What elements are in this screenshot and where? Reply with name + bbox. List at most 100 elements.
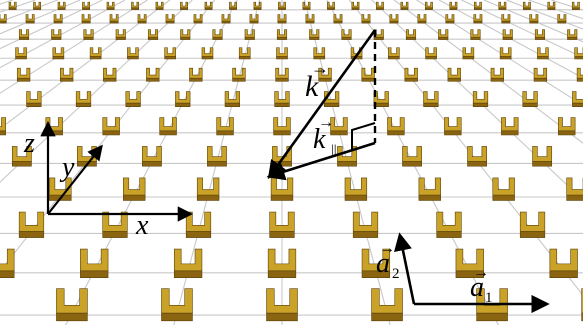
u-particle-front-face [164, 55, 176, 60]
u-particle-front-face [333, 20, 343, 24]
u-particle [81, 14, 91, 24]
u-particle-top-face [77, 146, 97, 162]
u-particle-front-face [444, 130, 462, 136]
u-particle [436, 211, 462, 238]
u-particle [425, 1, 433, 10]
u-particle-top-face [221, 14, 231, 22]
u-particle-top-face [572, 91, 583, 104]
u-particle-front-face [18, 36, 30, 40]
u-particle-front-face [438, 36, 449, 40]
u-particle [180, 1, 188, 10]
u-particle-top-face [313, 47, 326, 57]
u-particle [418, 177, 441, 201]
u-particle [376, 1, 384, 10]
u-particle [351, 1, 360, 10]
u-particle [123, 177, 146, 201]
u-particle-top-face [180, 1, 188, 9]
u-particle [344, 177, 368, 201]
u-particle-top-face [444, 117, 462, 132]
u-particle-top-face [11, 146, 32, 162]
u-particle-top-face [537, 47, 549, 57]
u-particle-top-face [333, 14, 343, 22]
u-particle-top-face [470, 29, 481, 38]
u-particle [571, 1, 580, 10]
u-particle [232, 67, 246, 82]
u-particle-top-face [267, 248, 297, 272]
u-particle-top-face [418, 177, 441, 196]
u-particle [269, 211, 295, 238]
u-particle-front-face [102, 130, 120, 136]
u-particle [501, 117, 519, 136]
u-particle [164, 47, 176, 60]
u-particle-top-face [25, 14, 35, 22]
u-particle-front-face [549, 270, 578, 279]
u-particle-top-face [533, 67, 548, 79]
u-particle-top-face [276, 29, 288, 38]
u-particle-front-face [499, 55, 512, 60]
u-particle-top-face [472, 91, 489, 104]
u-particle-top-face [476, 288, 508, 314]
u-particle-top-face [83, 29, 94, 38]
u-particle-top-face [327, 1, 335, 9]
u-particle-front-face [0, 130, 6, 136]
u-particle [444, 117, 462, 136]
u-particle-front-face [276, 36, 288, 40]
u-particle [470, 29, 481, 40]
u-particle [266, 288, 298, 322]
u-particle-front-face [447, 77, 461, 82]
u-particle-front-face [11, 161, 32, 167]
u-particle [534, 29, 546, 40]
u-particle-top-face [26, 91, 42, 104]
a1-subscript: 1 [485, 290, 493, 306]
u-particle-top-face [80, 248, 109, 272]
u-particle [106, 1, 115, 10]
u-particle-front-face [75, 102, 92, 108]
u-particle-front-face [318, 77, 332, 82]
u-particle [501, 14, 511, 24]
u-particle-top-face [529, 14, 539, 22]
u-particle-top-face [155, 1, 164, 9]
u-particle-top-face [196, 177, 220, 196]
u-particle-front-face [566, 194, 583, 201]
u-particle-front-face [0, 270, 15, 279]
u-particle [277, 14, 287, 24]
u-particle-top-face [142, 146, 162, 162]
u-particle-front-face [418, 194, 441, 201]
u-particle-front-face [387, 130, 405, 136]
u-particle-front-face [473, 20, 483, 24]
u-particle-front-face [207, 161, 227, 167]
a2-subscript: 2 [392, 266, 400, 282]
u-particle-top-face [522, 91, 538, 104]
u-particle [361, 14, 371, 24]
u-particle [270, 177, 294, 201]
u-particle-top-face [125, 91, 141, 104]
u-particle-top-face [60, 67, 74, 79]
u-particle [549, 248, 578, 279]
u-particle-top-face [373, 29, 384, 38]
u-particle-top-face [474, 1, 482, 9]
u-particle-front-face [115, 36, 126, 40]
u-particle-top-face [400, 1, 409, 9]
u-particle-top-face [18, 29, 30, 38]
u-particle-front-face [534, 36, 546, 40]
u-particle [25, 14, 35, 24]
u-particle-front-face [56, 312, 88, 322]
u-particle-top-face [557, 14, 567, 22]
u-particle-front-face [337, 161, 357, 167]
u-particle [196, 177, 220, 201]
u-particle-front-face [81, 20, 91, 24]
u-particle [204, 1, 213, 10]
u-particle [102, 211, 128, 238]
u-particle [18, 29, 30, 40]
u-particle [249, 14, 259, 24]
u-particle [302, 1, 311, 10]
u-particle [417, 14, 427, 24]
u-particle [373, 29, 384, 40]
u-particle-top-face [232, 67, 246, 79]
u-particle-front-face [18, 231, 45, 238]
u-particle [102, 117, 120, 136]
u-particle-top-face [309, 29, 320, 38]
u-particle [313, 47, 326, 60]
u-particle-front-face [60, 77, 74, 82]
u-particle-top-face [547, 1, 556, 9]
